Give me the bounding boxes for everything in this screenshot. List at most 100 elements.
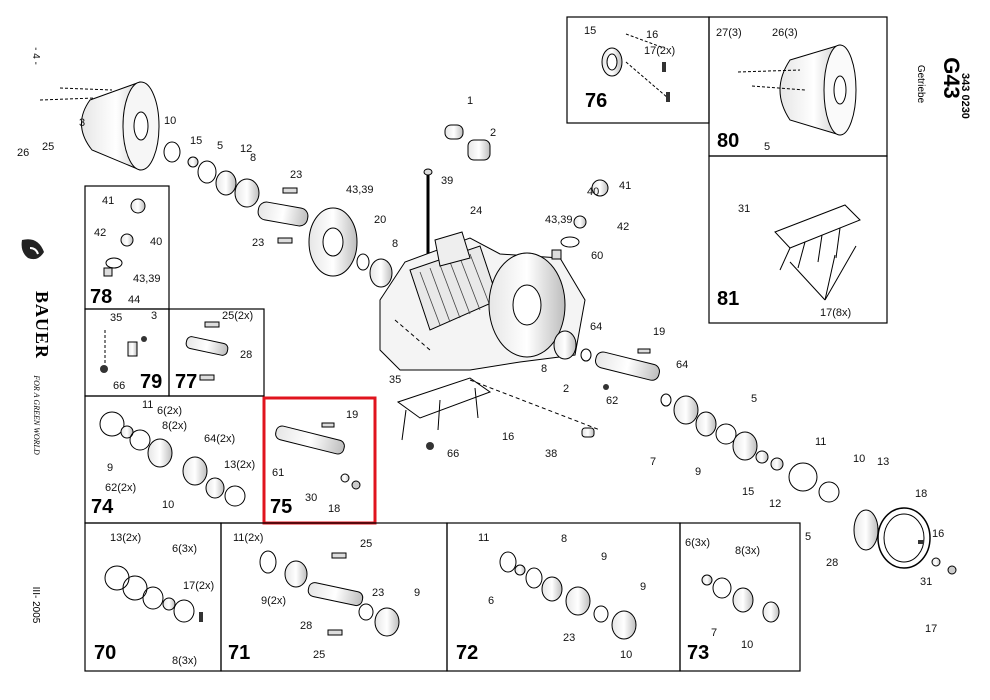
box-74: 11 6(2x) 8(2x) 64(2x) 9 13(2x) 62(2x) 10… — [84, 395, 265, 524]
label-8-2x: 8(2x) — [162, 420, 187, 432]
label-9-2x: 9(2x) — [261, 595, 286, 607]
box-number-79: 79 — [140, 371, 162, 393]
box-number-73: 73 — [687, 642, 709, 664]
callout-38: 39 — [441, 175, 453, 187]
box-80: 27(3) 26(3) 5 80 — [708, 16, 888, 157]
brand-name: BAUER — [32, 291, 52, 359]
callout-10: 9 — [695, 466, 701, 478]
box-73: 6(3x) 8(3x) 7 10 73 — [679, 522, 801, 672]
callout-1: 1 — [467, 95, 473, 107]
label-3: 3 — [151, 310, 157, 322]
box-71: 11(2x) 25 9(2x) 23 9 28 25 71 — [220, 522, 448, 672]
label-13-2x: 13(2x) — [224, 459, 255, 471]
callout-8: 5 — [217, 140, 223, 152]
callout-25: 23 — [290, 169, 302, 181]
box-78: 41 42 40 43,39 44 78 — [84, 185, 170, 310]
callout-25-b: 23 — [252, 237, 264, 249]
label-6-3x-b: 6(3x) — [685, 537, 710, 549]
label-26-3: 26(3) — [772, 27, 798, 39]
label-7: 7 — [711, 627, 717, 639]
label-17-8x: 17(8x) — [820, 307, 851, 319]
label-44: 44 — [128, 294, 140, 306]
label-27-3: 27(3) — [716, 27, 742, 39]
callout-7: 12 — [240, 143, 252, 155]
footer-date: III- 2005 — [30, 587, 41, 624]
label-31: 31 — [738, 203, 750, 215]
callout-23: 20 — [374, 214, 386, 226]
label-25-a: 25 — [360, 538, 372, 550]
label-25-b: 25 — [313, 649, 325, 661]
label-9-b: 9 — [414, 587, 420, 599]
box-number-75: 75 — [270, 496, 292, 518]
label-15: 15 — [584, 25, 596, 37]
box-number-70: 70 — [94, 642, 116, 664]
callout-35: 38 — [545, 448, 557, 460]
callout-42: 42 — [617, 221, 629, 233]
callout-6-b: 15 — [742, 486, 754, 498]
callout-64: 7 — [650, 456, 656, 468]
label-13-2x-b: 13(2x) — [110, 532, 141, 544]
label-8-3x-b: 8(3x) — [735, 545, 760, 557]
label-66: 66 — [113, 380, 125, 392]
label-10: 10 — [162, 499, 174, 511]
callout-62: 64 — [590, 321, 602, 333]
callout-8-c: 5 — [805, 531, 811, 543]
callout-30: 31 — [920, 576, 932, 588]
label-9-c: 9 — [601, 551, 607, 563]
box-number-76: 76 — [585, 90, 607, 112]
label-30: 30 — [305, 492, 317, 504]
brand-slogan: FOR A GREEN WORLD — [32, 374, 41, 455]
label-10-b: 10 — [620, 649, 632, 661]
callout-26: 25 — [42, 141, 54, 153]
box-number-78: 78 — [90, 286, 112, 308]
label-25-2x: 25(2x) — [222, 310, 253, 322]
callout-6: 15 — [190, 135, 202, 147]
callout-18: 17 — [925, 623, 937, 635]
label-9-d: 9 — [640, 581, 646, 593]
label-10-c: 10 — [741, 639, 753, 651]
callout-27: 26 — [17, 147, 29, 159]
label-35: 35 — [110, 312, 122, 324]
box-81: 31 17(8x) 81 — [708, 155, 888, 324]
label-6-2x: 6(2x) — [157, 405, 182, 417]
callout-9-b: 8 — [392, 238, 398, 250]
doc-code: 343 0230 — [959, 73, 971, 119]
box-70: 13(2x) 6(3x) 17(2x) 8(3x) 70 — [84, 522, 222, 672]
callout-66: 66 — [447, 448, 459, 460]
box-79: 35 3 66 79 — [84, 308, 170, 397]
box-number-81: 81 — [717, 288, 739, 310]
callout-9-c: 8 — [541, 363, 547, 375]
label-42: 42 — [94, 227, 106, 239]
label-62-2x: 62(2x) — [105, 482, 136, 494]
callout-41: 41 — [619, 180, 631, 192]
label-28: 28 — [240, 349, 252, 361]
callout-8-b: 5 — [751, 393, 757, 405]
box-76: 15 16 17(2x) 76 — [566, 16, 710, 124]
title-block: 343 0230 G43 Getriebe — [915, 57, 971, 119]
callout-17: 16 — [502, 431, 514, 443]
callout-12: 28 — [826, 557, 838, 569]
box-77: 25(2x) 28 77 — [168, 308, 265, 397]
callout-20: 18 — [915, 488, 927, 500]
label-28-b: 28 — [300, 620, 312, 632]
callout-44: 60 — [591, 250, 603, 262]
label-43-39: 43,39 — [133, 273, 161, 285]
callout-11-b: 10 — [853, 453, 865, 465]
label-11: 11 — [142, 399, 153, 411]
box-number-71: 71 — [228, 642, 250, 664]
box-72: 11 8 9 6 9 23 10 72 — [446, 522, 681, 672]
callout-19: 19 — [653, 326, 665, 338]
label-64-2x: 64(2x) — [204, 433, 235, 445]
label-23: 23 — [372, 587, 384, 599]
label-5: 5 — [764, 141, 770, 153]
box-number-77: 77 — [175, 371, 197, 393]
label-11-b: 11 — [478, 532, 489, 544]
label-8-b: 8 — [561, 533, 567, 545]
callout-2: 2 — [490, 127, 496, 139]
callout-13: 11 — [815, 436, 826, 448]
label-6-3x: 6(3x) — [172, 543, 197, 555]
callout-43-39: 43,39 — [545, 214, 573, 226]
model-title: G43 — [939, 57, 964, 99]
label-19: 19 — [346, 409, 358, 421]
